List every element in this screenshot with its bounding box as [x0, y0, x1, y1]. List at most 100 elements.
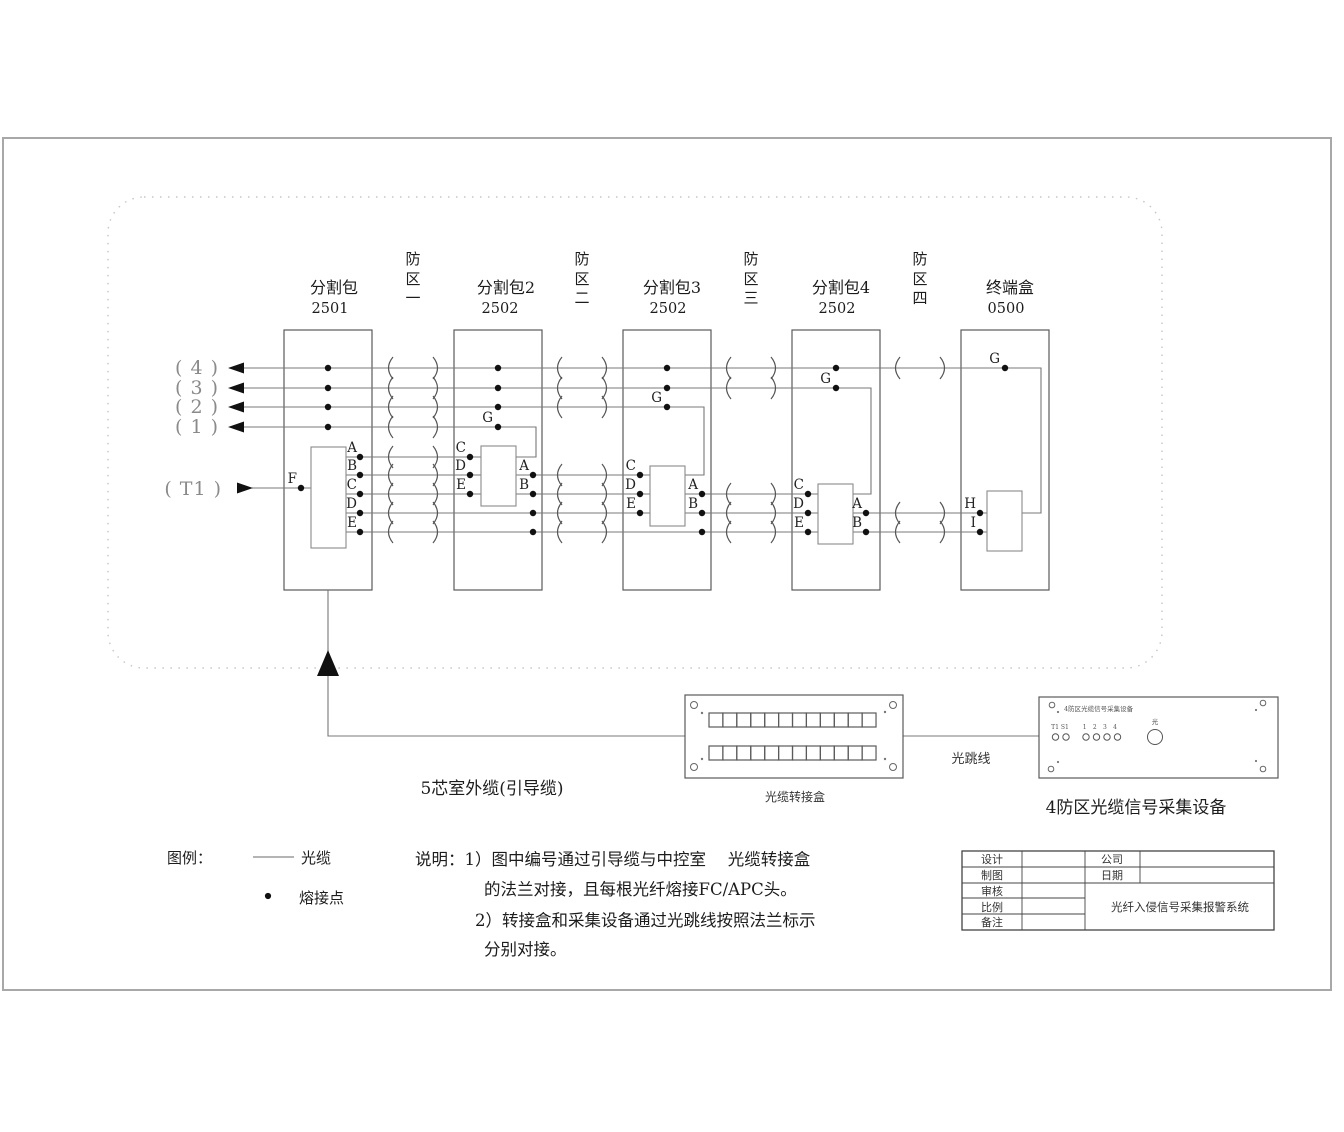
box3-in-d: D: [625, 477, 636, 493]
dashed-boundary: [107, 196, 1163, 669]
slack-arc-left: [387, 356, 394, 380]
device-label: 4防区光缆信号采集设备: [1046, 798, 1227, 818]
screw-dot-icon: [700, 757, 704, 761]
device-port-icon: [1082, 733, 1090, 741]
box-3: [622, 329, 712, 591]
arrow-up-lead: [317, 650, 339, 676]
patch-port: [791, 745, 808, 761]
zone1-char2: 区: [405, 270, 420, 288]
splice-dot: [804, 528, 812, 536]
patch-port: [819, 712, 835, 728]
box3-in-c: C: [626, 458, 636, 474]
input-label-2: ( 2 ): [175, 396, 219, 418]
slack-arc-left: [725, 376, 732, 400]
zone2-char2: 区: [574, 270, 589, 288]
splice-dot: [529, 509, 537, 517]
slack-arc-right: [939, 356, 946, 380]
tb-company: 公司: [1101, 853, 1123, 866]
tb-review: 审核: [981, 884, 1003, 898]
splice-dot: [494, 364, 502, 372]
splice-dot: [494, 403, 502, 411]
device-port-icon: [1092, 733, 1101, 741]
box-2: [453, 329, 543, 591]
screw-dot-icon: [1056, 710, 1060, 714]
splice-dot: [804, 490, 812, 498]
box2-code: 2502: [482, 301, 519, 317]
note-line1: 说明：1）图中编号通过引导缆与中控室 光缆转接盒: [415, 850, 811, 869]
legend-title: 图例：: [167, 849, 212, 867]
patch-port: [847, 745, 863, 761]
g-loop-box4: [836, 387, 872, 495]
slack-arc-left: [894, 520, 901, 544]
box3-g: G: [651, 390, 662, 406]
slack-arc-right: [770, 520, 777, 544]
slack-arc-right: [601, 356, 608, 380]
tb-date: 日期: [1101, 869, 1123, 882]
box2-title: 分割包2: [477, 278, 535, 297]
box3-title: 分割包3: [643, 278, 701, 297]
splice-dot: [466, 490, 474, 498]
splice-dot: [1001, 364, 1009, 372]
splice-dot: [663, 384, 671, 392]
screw-hole-icon: [690, 701, 698, 709]
collection-device: [1038, 696, 1279, 779]
patch-port: [722, 745, 738, 761]
input-label-t1: ( T1 ): [164, 478, 222, 500]
screw-dot-icon: [883, 710, 887, 714]
zone2-char1: 防: [574, 250, 589, 268]
g-loop-terminal: [1005, 367, 1042, 514]
splice-dots: [297, 364, 1009, 536]
splice-dot: [529, 471, 537, 479]
box1-code: 2501: [312, 301, 349, 317]
arrow-left-3: [228, 382, 244, 394]
box-terminal: [960, 329, 1050, 591]
screw-dot-icon: [883, 757, 887, 761]
slack-arc-right: [770, 356, 777, 380]
screw-hole-icon: [1047, 765, 1055, 773]
patch-port: [777, 712, 794, 728]
tb-project: 光纤入侵信号采集报警系统: [1111, 900, 1249, 914]
inner-sensors: [310, 445, 1023, 552]
patch-port: [833, 745, 849, 761]
slack-arc-right: [939, 520, 946, 544]
box3-code: 2502: [650, 301, 687, 317]
device-port-big-label: 光: [1152, 717, 1159, 726]
screw-hole-icon: [1259, 765, 1267, 773]
legend-splice: 熔接点: [299, 889, 344, 907]
splice-dot: [862, 509, 870, 517]
splice-dot: [324, 423, 332, 431]
arrow-left-1: [228, 421, 244, 433]
patch-port: [847, 712, 863, 728]
tb-design: 设计: [981, 853, 1003, 866]
box4-title: 分割包4: [812, 278, 870, 297]
slack-arc-left: [387, 415, 394, 439]
slack-arc-left: [556, 520, 563, 544]
patch-port: [833, 712, 849, 728]
splice-dot: [832, 384, 840, 392]
splice-dot: [663, 403, 671, 411]
box3-in-e: E: [626, 496, 636, 512]
lead-cable: [327, 590, 685, 737]
splice-dot: [356, 490, 364, 498]
device-optical-port-icon: [1147, 729, 1163, 745]
jumper-label: 光跳线: [951, 752, 990, 767]
box1-title: 分割包: [310, 278, 358, 297]
patch-port: [750, 712, 766, 728]
splice-dot: [356, 528, 364, 536]
sheet-frame: [2, 137, 1332, 991]
splice-dot: [494, 423, 502, 431]
splice-dot: [976, 509, 984, 517]
terminal-g: G: [989, 351, 1000, 367]
zone3-char1: 防: [743, 250, 758, 268]
patch-port: [750, 745, 766, 761]
slack-arc-left: [556, 395, 563, 419]
patch-port: [736, 745, 752, 761]
splice-dot: [698, 490, 706, 498]
box4-out-a: A: [851, 496, 862, 512]
screw-dot-icon: [700, 711, 704, 715]
splice-dot: [324, 364, 332, 372]
tb-scale: 比例: [981, 900, 1003, 914]
splice-dot: [636, 490, 644, 498]
box4-in-d: D: [793, 496, 804, 512]
